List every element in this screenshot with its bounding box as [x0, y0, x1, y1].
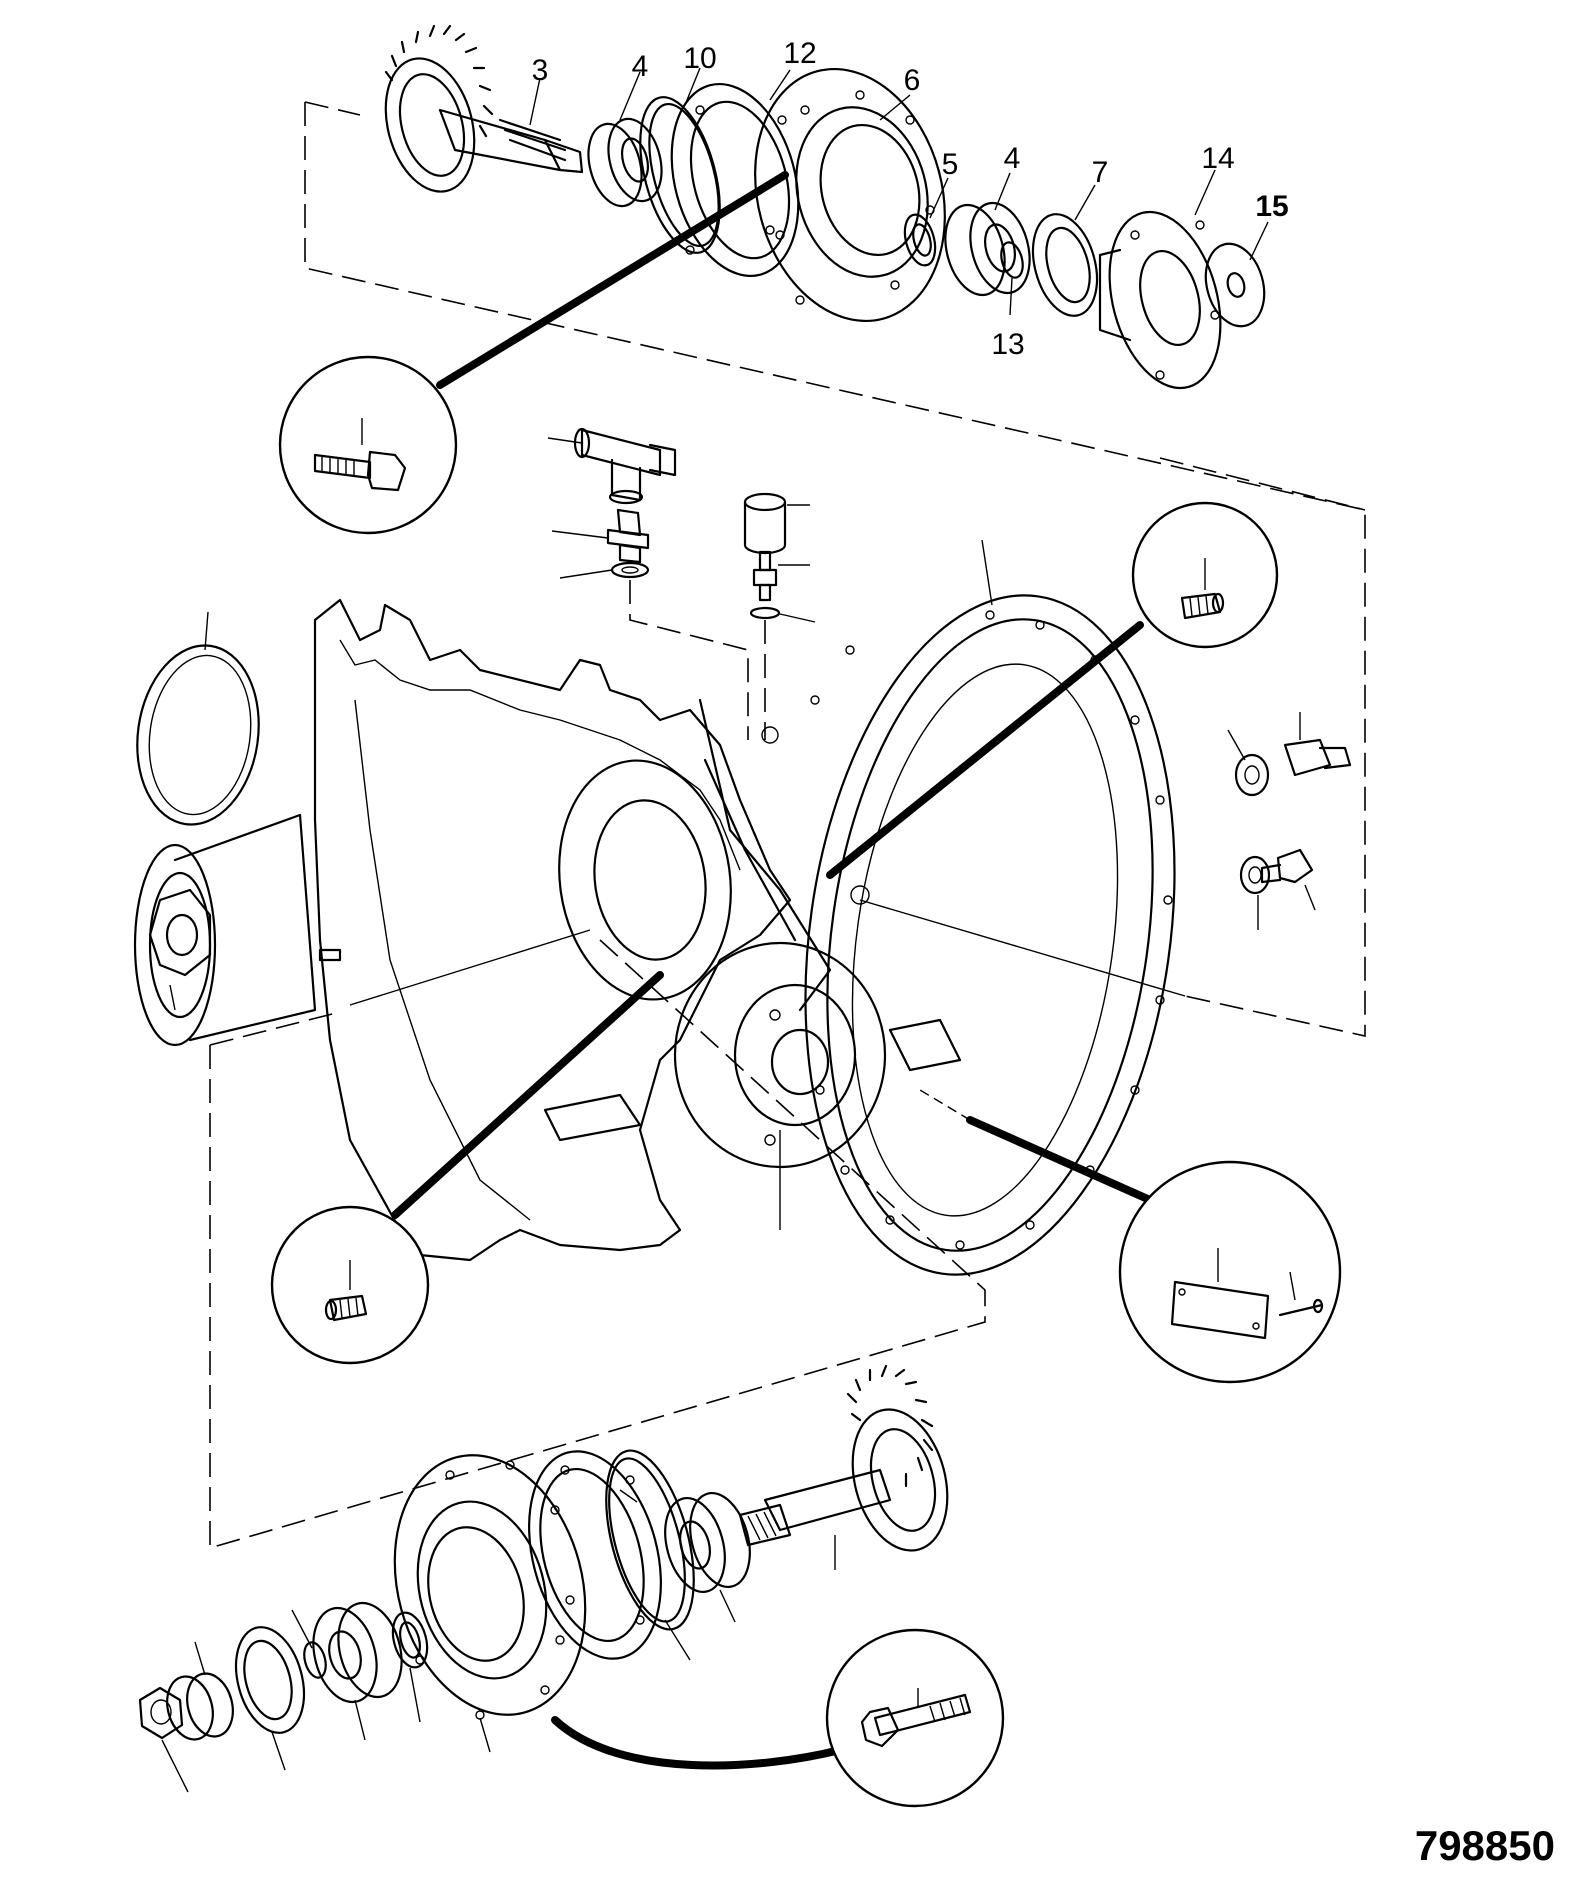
gasket-12-top: [670, 82, 800, 278]
pinion-shaft-3: [384, 24, 584, 193]
drain-plug-21: [1283, 738, 1352, 777]
bottom-leader-lines: [161, 1489, 836, 1793]
bearing-4-bottom-left: [312, 1601, 403, 1704]
callout-6-top: 6: [904, 64, 921, 97]
tee-fitting-26: [573, 427, 677, 505]
washer-24: [610, 561, 650, 579]
cover-plate-28: [136, 644, 260, 826]
top-leader-lines: [529, 67, 1269, 316]
detail-bottom-bolt: [551, 1628, 1005, 1808]
detail-left-plug: [270, 971, 664, 1365]
detail-top-bolt: [278, 171, 789, 535]
bottom-shaft-assembly: [138, 1364, 949, 1741]
detail-plate: [919, 1089, 1342, 1384]
circlip-13: [1000, 241, 1024, 279]
figure-number: 798850: [1415, 1822, 1555, 1869]
bearing-4-top-right: [944, 201, 1031, 297]
circlip-9: [303, 1641, 327, 1679]
gasket-12-bottom: [528, 1450, 662, 1660]
top-shaft-assembly: [384, 24, 1266, 390]
washer-22: [749, 606, 781, 620]
bearing-cap-6-top: [754, 67, 946, 323]
cap-36: [743, 492, 787, 555]
seal-7-top: [1031, 213, 1099, 317]
rivet-31: [1278, 1298, 1324, 1317]
seal-7-bottom: [234, 1626, 306, 1734]
bearing-4-top-left: [587, 117, 663, 208]
nameplate-30: [1170, 1280, 1270, 1340]
spacer-5-bottom: [391, 1611, 429, 1669]
assembly-outline-top: [304, 101, 1366, 1037]
top-callouts: 3 4 10 12 6 5 4 7 14 15 13: [532, 37, 1289, 361]
callout-15: 15: [1255, 190, 1288, 223]
fittings-group: [573, 427, 787, 740]
plug-18: [1260, 848, 1314, 884]
callout-14: 14: [1201, 142, 1234, 175]
pinion-shaft-2: [738, 1364, 949, 1552]
callout-5-top: 5: [942, 148, 959, 181]
output-flange-14: [1098, 210, 1222, 390]
washer-17: [1239, 855, 1271, 895]
plug-19-right: [1180, 592, 1225, 620]
left-output-end: [133, 813, 317, 1047]
bolt-11-bottom: [860, 1693, 972, 1748]
ring-bolt-holes: [810, 610, 1173, 1250]
callout-3: 3: [532, 54, 549, 87]
bearing-4-bottom-right: [664, 1491, 751, 1594]
callout-4-top-left: 4: [632, 50, 649, 83]
callout-4-top-right: 4: [1004, 142, 1021, 175]
collar-8: [166, 1672, 234, 1741]
main-housing-1: [313, 594, 1176, 1276]
grease-nipple-23: [752, 550, 778, 602]
nut-16: [138, 1686, 184, 1740]
callout-13: 13: [991, 328, 1024, 361]
bearing-cap-6-bottom: [393, 1454, 587, 1720]
callout-10-top: 10: [683, 42, 716, 75]
spacer-5-top: [903, 213, 937, 267]
fittings-leader-lines: [547, 437, 816, 623]
o-ring-10-bottom: [605, 1449, 695, 1631]
callout-12-top: 12: [783, 37, 816, 70]
plug-19-left: [324, 1294, 368, 1322]
washer-15: [1204, 242, 1266, 328]
union-25: [606, 508, 650, 564]
detail-right-plug: [826, 501, 1279, 879]
housing-leader-lines: [169, 539, 1316, 1230]
o-ring-10-top: [639, 96, 721, 254]
bolt-11-top: [313, 450, 407, 492]
callout-7-top: 7: [1092, 156, 1109, 189]
washer-20: [1234, 753, 1270, 797]
